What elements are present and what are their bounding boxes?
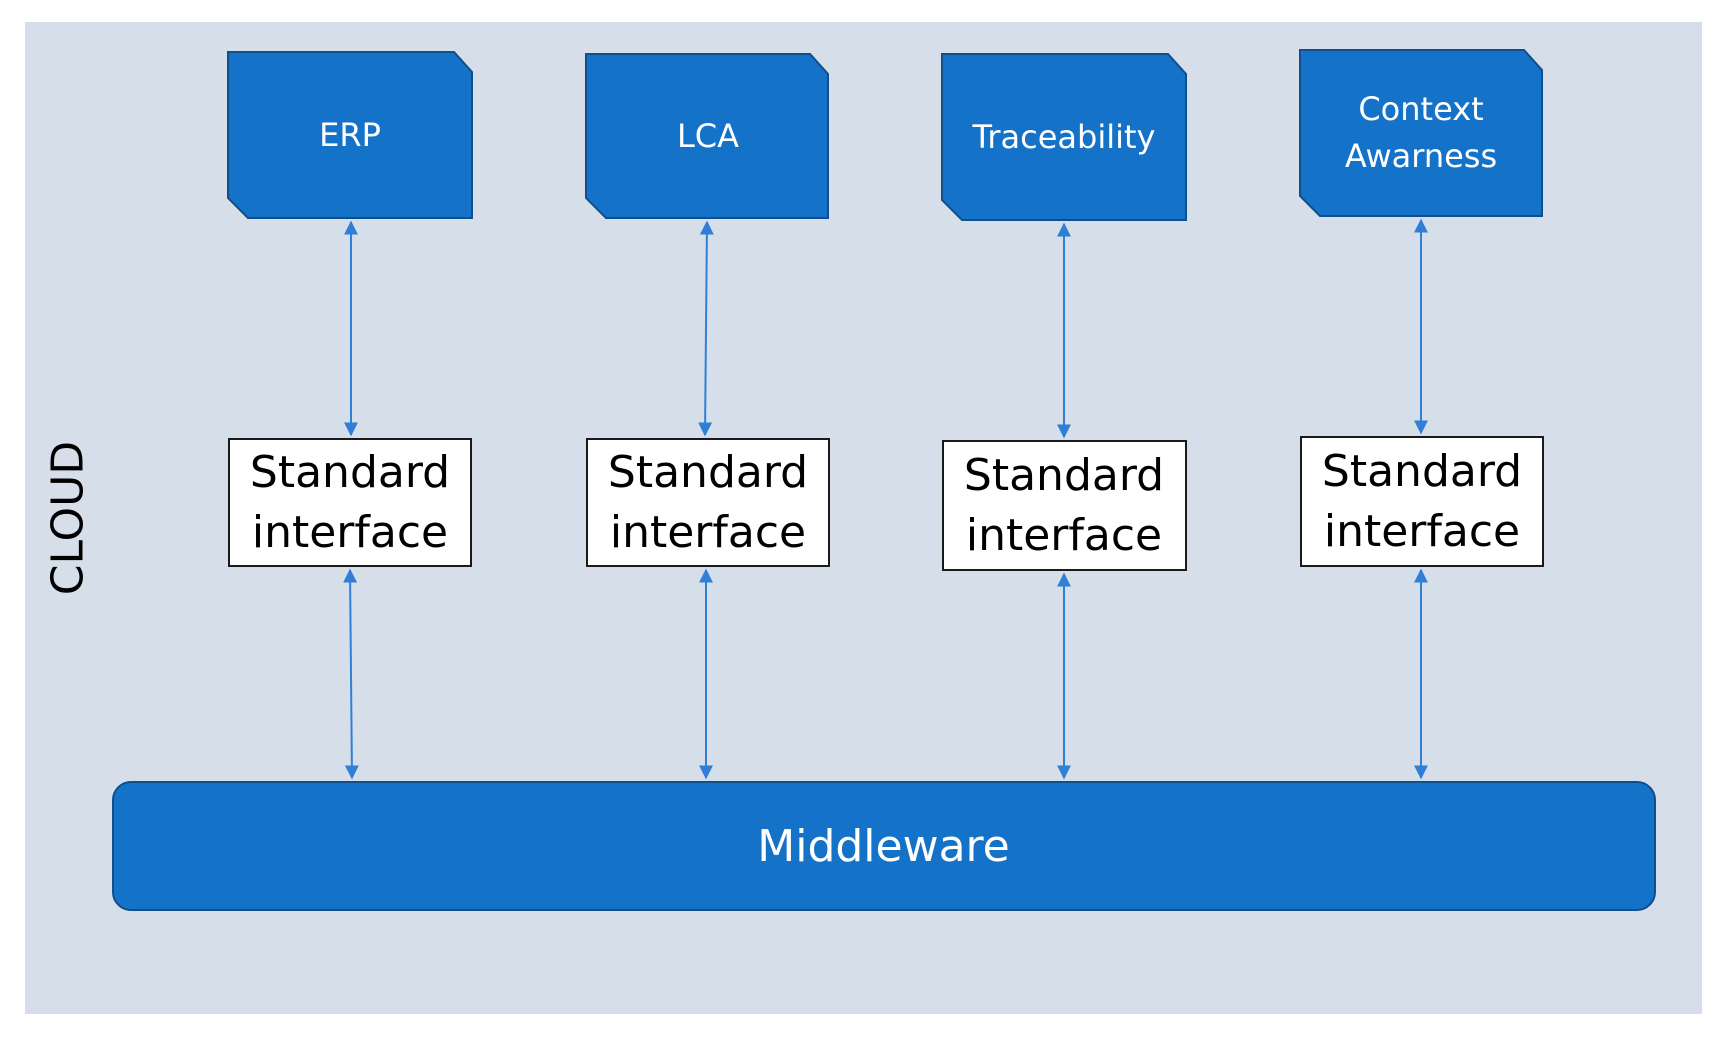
middleware-label: Middleware: [757, 820, 1010, 872]
interface-label-1: Standard interface: [249, 446, 451, 558]
interface-label-2: Standard interface: [607, 446, 809, 558]
interface-box-1: [228, 438, 472, 567]
app-box-lca: [585, 53, 829, 219]
app-label-traceability: Traceability: [972, 117, 1156, 156]
cloud-label: CLOUD: [42, 440, 94, 596]
middleware-box: [112, 781, 1656, 911]
app-box-context-awarness: [1299, 49, 1543, 217]
interface-label-3: Standard interface: [963, 449, 1165, 561]
arrow-lca-interface: [698, 220, 714, 437]
interface-box-4: [1300, 436, 1544, 567]
interface-label-4: Standard interface: [1321, 445, 1523, 557]
arrow-interface1-middleware: [343, 568, 359, 780]
app-label-context-awarness: Context Awarness: [1344, 90, 1498, 175]
app-box-traceability: [941, 53, 1187, 221]
app-label-lca: LCA: [676, 116, 740, 155]
interface-box-2: [586, 438, 830, 567]
app-box-erp: [227, 51, 473, 219]
app-label-erp: ERP: [319, 115, 381, 154]
interface-box-3: [942, 440, 1187, 571]
